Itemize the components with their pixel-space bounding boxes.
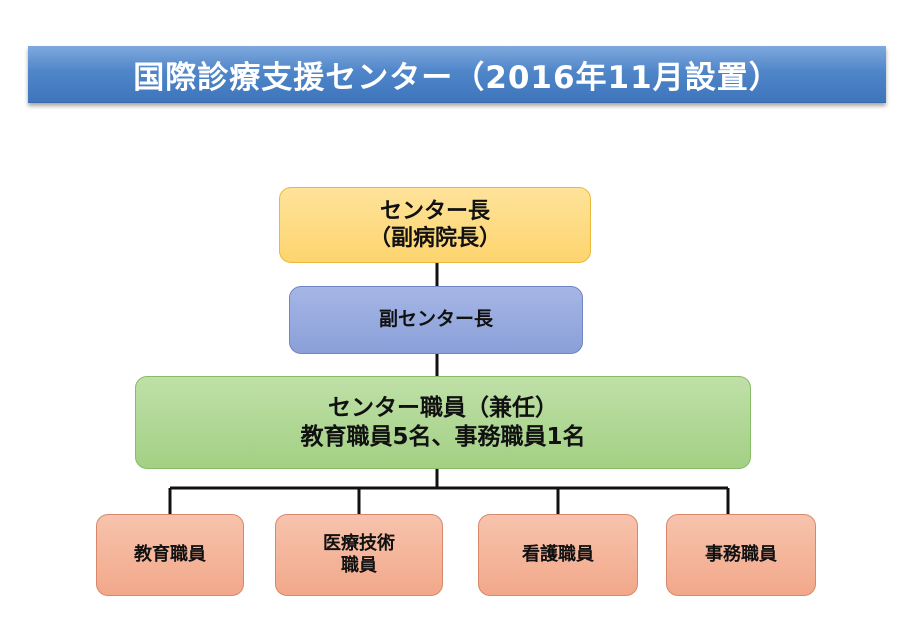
unit-label: 看護職員 xyxy=(522,543,594,565)
unit-box-education: 教育職員 xyxy=(96,514,244,596)
deputy-director-box: 副センター長 xyxy=(289,286,583,354)
center-director-role: （副病院長） xyxy=(368,226,501,251)
unit-box-medical-tech: 医療技術 職員 xyxy=(275,514,443,596)
center-director-box: センター長 （副病院長） xyxy=(279,187,591,263)
unit-box-nursing: 看護職員 xyxy=(478,514,638,596)
center-staff-label: センター職員（兼任） xyxy=(328,394,558,421)
unit-label: 事務職員 xyxy=(705,543,777,565)
center-staff-detail: 教育職員5名、事務職員1名 xyxy=(300,423,586,450)
unit-label: 医療技術 xyxy=(323,532,395,554)
unit-label-line2: 職員 xyxy=(341,555,377,576)
unit-label: 教育職員 xyxy=(134,543,206,565)
unit-box-administration: 事務職員 xyxy=(666,514,816,596)
page-title: 国際診療支援センター（2016年11月設置） xyxy=(28,46,886,103)
center-director-label: センター長 xyxy=(379,198,490,224)
deputy-director-label: 副センター長 xyxy=(378,308,493,331)
center-staff-box: センター職員（兼任） 教育職員5名、事務職員1名 xyxy=(135,376,751,469)
